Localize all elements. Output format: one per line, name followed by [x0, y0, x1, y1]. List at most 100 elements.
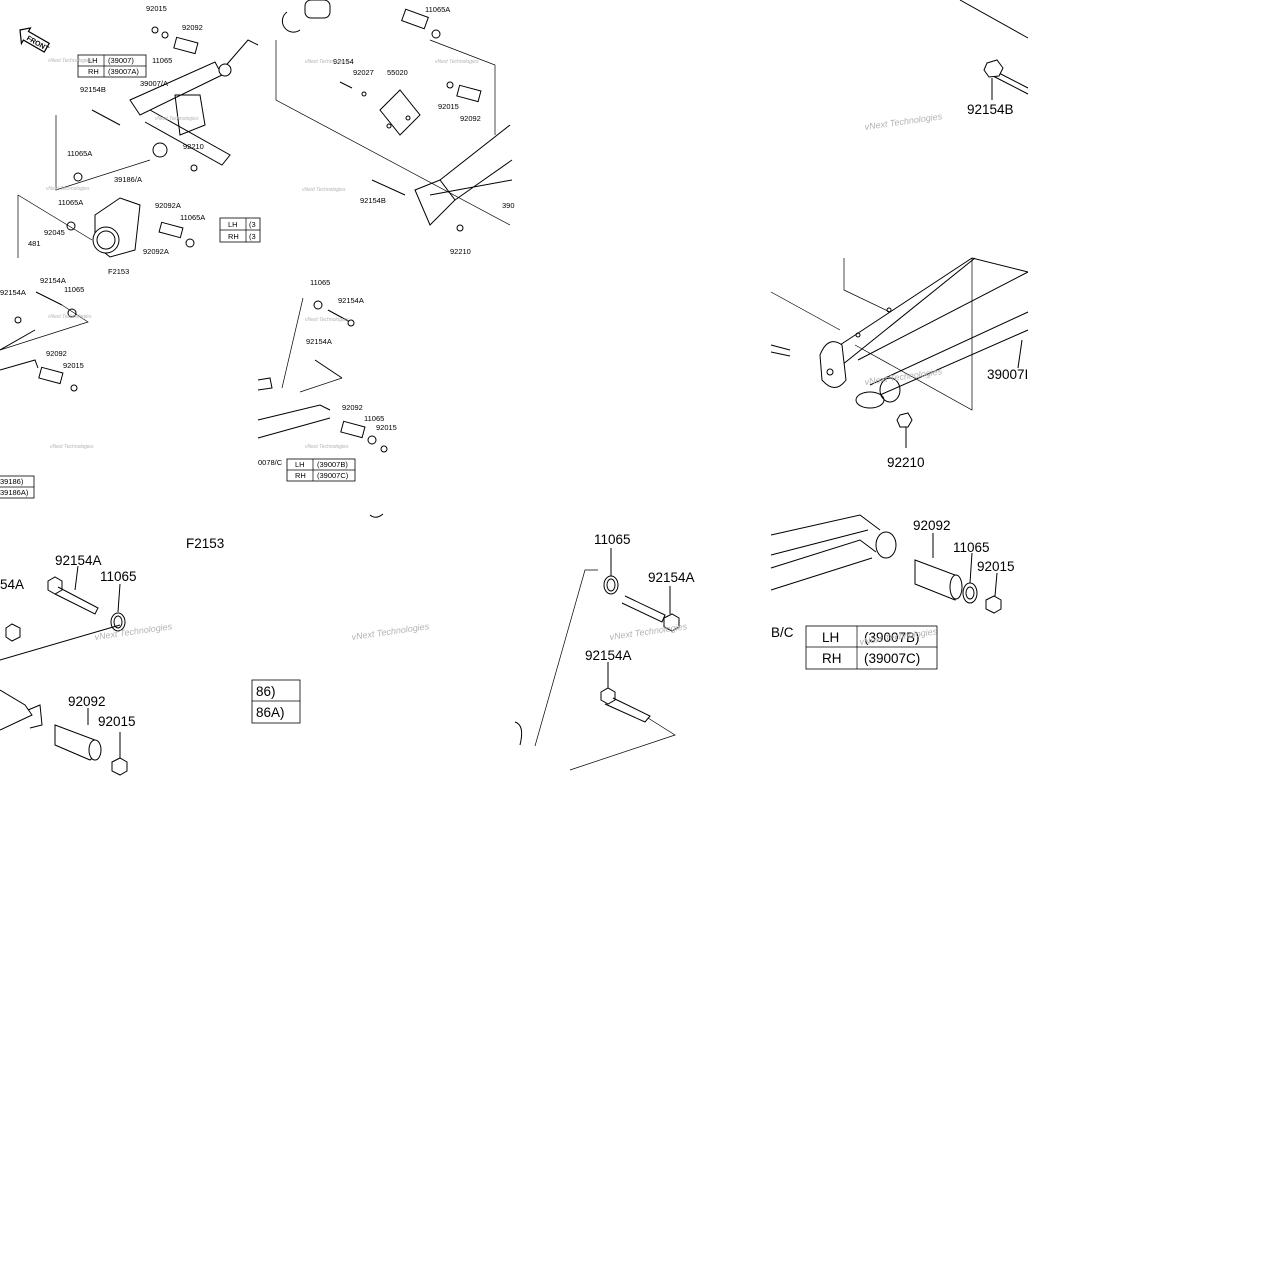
part-label: 92092 [182, 23, 203, 32]
part-label: 92092A [155, 201, 181, 210]
watermark: vNext Technologies [46, 186, 90, 192]
table-cell: 86) [256, 684, 276, 699]
part-label: 92092 [68, 694, 106, 709]
table-39186-zoom: 86) 86A) [251, 679, 301, 724]
part-label: 92092 [46, 349, 67, 358]
tile-mid-center: 11065 92154A 92154A 92092 11065 92015 00… [257, 278, 397, 518]
part-label: 92154A [306, 337, 332, 346]
part-label: 39186/A [114, 175, 142, 184]
tile-lower-right: 92092 11065 92015 B/C LH (39007B) RH (39… [770, 514, 1015, 670]
part-label: 92015 [146, 4, 167, 13]
part-label: 92092 [460, 114, 481, 123]
part-label: 11065 [152, 56, 172, 65]
table-cell: (39007A) [108, 67, 139, 76]
part-label: 0078/C [258, 458, 283, 467]
watermark: vNext Technologies [48, 314, 92, 320]
part-label: 11065 [64, 285, 84, 294]
part-label: 92092A [143, 247, 169, 256]
part-label: 11065A [425, 5, 450, 14]
table-cell: 39186) [0, 477, 24, 486]
part-label: B/C [771, 625, 794, 640]
table-cell: RH [822, 651, 842, 666]
table-cell: (39007C) [317, 471, 349, 480]
part-label: 11065 [594, 532, 631, 547]
part-label: 92015 [977, 559, 1015, 574]
part-label: 11065 [953, 540, 990, 555]
table-cell: RH [228, 232, 239, 241]
part-label: 92015 [98, 714, 136, 729]
watermark: vNext Technologies [351, 621, 430, 642]
table-cell: RH [295, 471, 306, 480]
watermark: vNext Technologies [305, 59, 349, 65]
part-label: 11065A [67, 149, 92, 158]
tile-lower-center-right: 11065 92154A 92154A vNext Technologies [514, 532, 695, 771]
table-cell: (39007B) [317, 460, 348, 469]
table-cell: (39007B) [864, 630, 920, 645]
part-label: 92154B [967, 102, 1014, 117]
table-39007B-zoom: LH (39007B) RH (39007C) [805, 625, 938, 670]
part-label: 39007I [987, 367, 1028, 382]
table-cell: LH [88, 56, 98, 65]
part-label: 11065 [364, 414, 384, 423]
tile-overview-left: FRONT LH (39007) RH (39007A) LH (3 RH (3 [17, 4, 261, 276]
table-39007: LH (39007) RH (39007A) [77, 54, 147, 78]
part-label: 92154A [40, 276, 66, 285]
part-label: 92092 [342, 403, 363, 412]
table-cell: (3 [249, 220, 256, 229]
table-cell: 39186A) [0, 488, 29, 497]
part-label: 92154B [80, 85, 106, 94]
part-label: 11065 [310, 278, 330, 287]
watermark: vNext Technologies [155, 116, 199, 122]
part-label: 11065A [58, 198, 83, 207]
part-label: 92210 [887, 455, 925, 470]
part-label: 390 [502, 201, 515, 210]
tile-zoom-lower-left: F2153 92154A 11065 54A 92092 92015 vNext… [0, 536, 224, 776]
part-label: 481 [28, 239, 41, 248]
table-39186-partial: LH (3 RH (3 [219, 217, 261, 243]
table-cell: 86A) [256, 705, 285, 720]
table-cell: (39007C) [864, 651, 920, 666]
table-cell: (39007) [108, 56, 134, 65]
table-cell: LH [228, 220, 238, 229]
part-label: 92154A [648, 570, 695, 585]
part-label: 92154 [333, 57, 354, 66]
part-label: 92027 [353, 68, 374, 77]
part-label: 92154B [360, 196, 386, 205]
table-cell: LH [822, 630, 839, 645]
tile-zoom-mid-right: 92210 39007I vNext Technologies [770, 257, 1028, 470]
tile-mid-left: 92154A 92154A 11065 92092 92015 39186) 3… [0, 276, 94, 499]
watermark: vNext Technologies [305, 444, 349, 450]
watermark: vNext Technologies [435, 59, 479, 65]
part-label: 92154A [55, 553, 102, 568]
part-label: 92154A [585, 648, 632, 663]
part-label: 11065 [100, 569, 137, 584]
part-label: F2153 [186, 536, 224, 551]
part-label: 92015 [63, 361, 84, 370]
part-label: 92015 [438, 102, 459, 111]
table-cell: LH [295, 460, 305, 469]
watermark: vNext Technologies [94, 621, 173, 642]
part-label: 54A [0, 577, 24, 592]
table-39186: 39186) 39186A) [0, 475, 35, 499]
watermark: vNext Technologies [864, 111, 943, 132]
tile-zoom-top-right: 92154B vNext Technologies [864, 0, 1029, 132]
table-cell: RH [88, 67, 99, 76]
part-label: 92015 [376, 423, 397, 432]
watermark: vNext Technologies [48, 58, 92, 64]
part-label: 55020 [387, 68, 408, 77]
part-label: 92045 [44, 228, 65, 237]
part-label: 92092 [913, 518, 951, 533]
watermark: vNext Technologies [302, 187, 346, 193]
part-label: 92154A [338, 296, 364, 305]
front-arrow-icon: FRONT [19, 27, 50, 53]
watermark: vNext Technologies [50, 444, 94, 450]
table-39007B: LH (39007B) RH (39007C) [286, 458, 356, 482]
part-label: F2153 [108, 267, 129, 276]
table-cell: (3 [249, 232, 256, 241]
tile-lower-center: 86) 86A) vNext Technologies [251, 621, 430, 724]
part-label: 11065A [180, 213, 205, 222]
part-label: 92154A [0, 288, 26, 297]
part-label: 92210 [183, 142, 204, 151]
part-label: 92210 [450, 247, 471, 256]
